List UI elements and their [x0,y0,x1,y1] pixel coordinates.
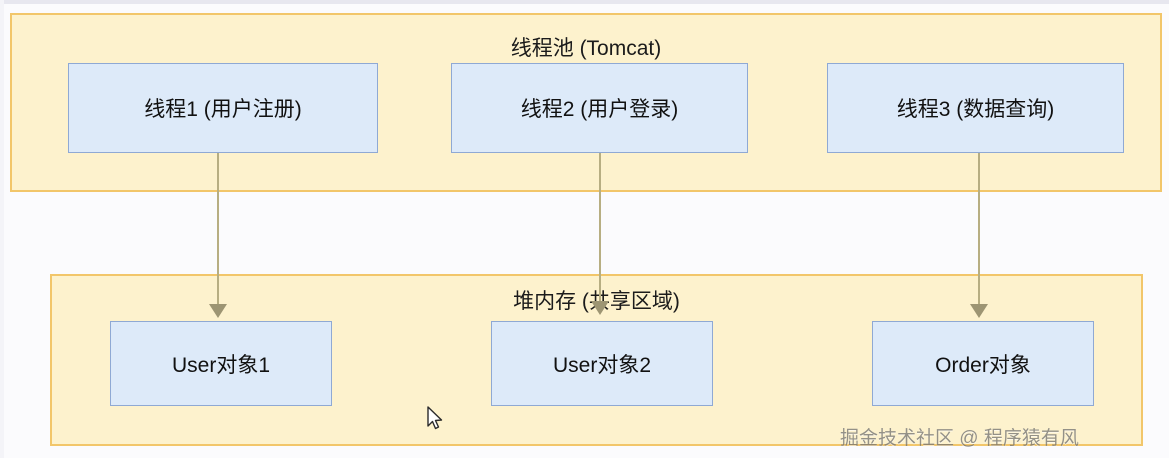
node-user-object-2-label: User对象2 [552,353,652,377]
watermark-text: 掘金技术社区 @ 程序猿有风 [840,428,1079,449]
edge-thread2-to-user2-line [599,153,601,301]
node-thread-2-label: 线程2 (用户登录) [520,98,679,121]
node-order-object[interactable]: Order对象 [872,321,1094,406]
edge-thread2-to-user2-arrowhead [591,301,609,315]
node-thread-1-label: 线程1 (用户注册) [144,98,302,121]
edge-thread1-to-user1-arrowhead [209,304,227,318]
node-order-object-label: Order对象 [935,353,1031,377]
node-thread-3[interactable]: 线程3 (数据查询) [827,63,1124,153]
group-thread-pool: 线程池 (Tomcat) 线程1 (用户注册) 线程2 (用户登录) 线程3 (… [10,13,1162,192]
edge-thread3-to-order-line [978,153,980,304]
edge-thread3-to-order-arrowhead [970,304,988,318]
node-user-object-1[interactable]: User对象1 [110,321,332,406]
node-user-object-2[interactable]: User对象2 [491,321,713,406]
page-left-edge [0,0,4,458]
group-thread-pool-title: 线程池 (Tomcat) [510,37,662,60]
node-user-object-1-label: User对象1 [171,353,271,377]
node-thread-3-label: 线程3 (数据查询) [896,98,1055,121]
page-top-edge [0,0,1169,4]
node-thread-1[interactable]: 线程1 (用户注册) [68,63,378,153]
node-thread-2[interactable]: 线程2 (用户登录) [451,63,748,153]
edge-thread1-to-user1-line [217,153,219,304]
